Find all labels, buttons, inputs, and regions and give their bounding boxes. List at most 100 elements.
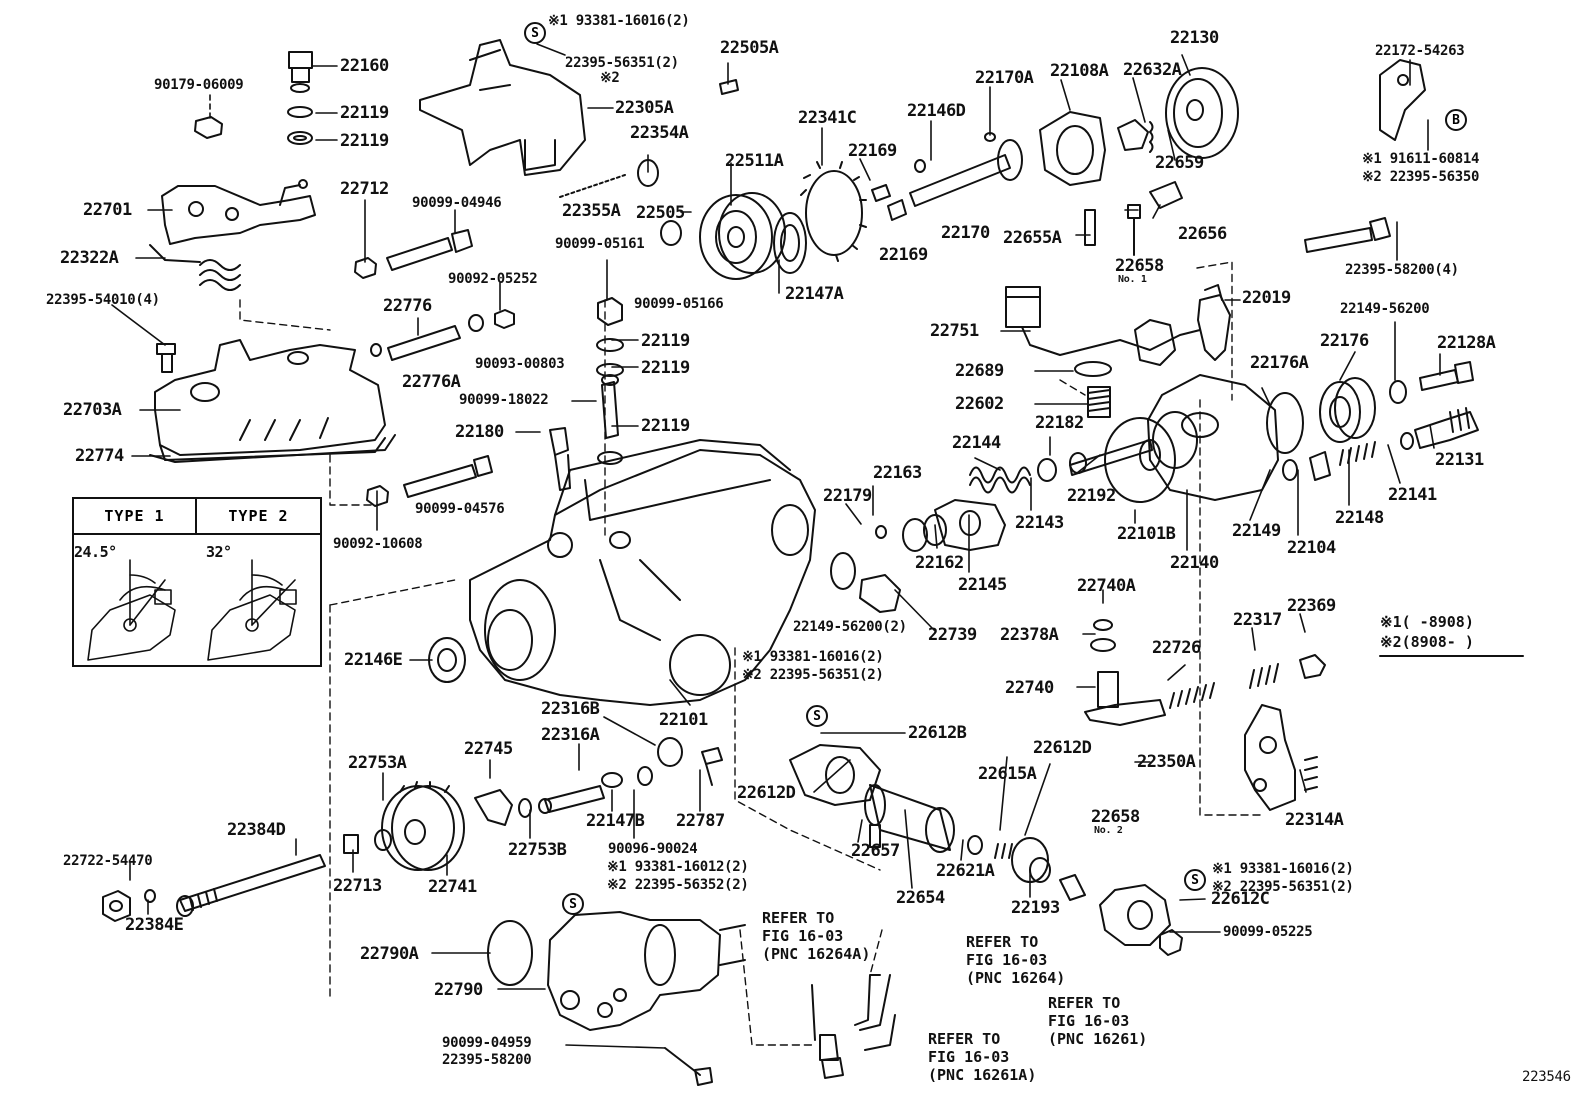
label-22119-e: 22119: [641, 416, 690, 436]
label-22131: 22131: [1435, 450, 1484, 470]
refer-16261-line2: FIG 16-03: [1048, 1012, 1130, 1030]
refer-16261A-line2: FIG 16-03: [928, 1048, 1010, 1066]
type2-header: TYPE 2: [197, 499, 320, 535]
label-22147B: 22147B: [586, 811, 645, 831]
label-22505: 22505: [636, 203, 685, 223]
label-22144: 22144: [952, 433, 1001, 453]
label-22163: 22163: [873, 463, 922, 483]
label-22689: 22689: [955, 361, 1004, 381]
label-22655A: 22655A: [1003, 228, 1062, 248]
label-91611-60814: ※1 91611-60814: [1362, 151, 1480, 167]
label-22776A: 22776A: [402, 372, 461, 392]
label-22170: 22170: [941, 223, 990, 243]
part-washer-22621A: [967, 835, 983, 855]
part-shaft-22170: [909, 132, 1023, 207]
label-22101B: 22101B: [1117, 524, 1176, 544]
label-22395-58200-4: 22395-58200(4): [1345, 262, 1459, 278]
label-22378A: 22378A: [1000, 625, 1059, 645]
part-hose-16264A: [811, 984, 839, 1061]
part-clip-90096: [637, 766, 653, 786]
refer-16264A-line2: FIG 16-03: [762, 927, 844, 945]
part-washer-22740A: [1090, 619, 1116, 652]
label-22149-56200: 22149-56200: [1340, 301, 1430, 317]
part-washer-22143: [1037, 458, 1057, 482]
label-22130: 22130: [1170, 28, 1219, 48]
part-washer-22147B: [601, 772, 623, 788]
label-22787: 22787: [676, 811, 725, 831]
label-22790A: 22790A: [360, 944, 419, 964]
label-22119-c: 22119: [641, 331, 690, 351]
label-22169-b: 22169: [879, 245, 928, 265]
refer-16261-line3: (PNC 16261): [1048, 1030, 1148, 1048]
label-22395-56351-mid: ※2 22395-56351(2): [742, 667, 884, 683]
part-vane-22745: [474, 789, 513, 826]
label-22722-54470: 22722-54470: [63, 853, 153, 869]
legend-line-1: ※1( -8908): [1380, 613, 1474, 631]
label-22395-56350: ※2 22395-56350: [1362, 169, 1480, 185]
type1-header: TYPE 1: [74, 499, 197, 535]
label-22322A: 22322A: [60, 248, 119, 268]
label-22176A: 22176A: [1250, 353, 1309, 373]
label-90096-90024: 90096-90024: [608, 841, 698, 857]
part-oring-22612D: [1011, 837, 1049, 883]
part-governor-cover-22703A: [154, 339, 386, 461]
part-oring-22689: [1074, 361, 1112, 377]
label-22659: 22659: [1155, 153, 1204, 173]
label-22355A: 22355A: [562, 201, 621, 221]
label-22612B: 22612B: [908, 723, 967, 743]
label-90099-18022: 90099-18022: [459, 392, 549, 408]
label-22148: 22148: [1335, 508, 1384, 528]
label-22774: 22774: [75, 446, 124, 466]
type2-angle: 32°: [206, 543, 232, 561]
label-22384E: 22384E: [125, 915, 184, 935]
part-gear-22741: [381, 781, 465, 871]
part-shaft-22384D: [176, 854, 326, 917]
part-head-22140: [1147, 374, 1279, 501]
part-housing-22612C: [1099, 884, 1183, 956]
label-22317: 22317: [1233, 610, 1282, 630]
part-washer-22163: [902, 518, 928, 552]
label-22354A: 22354A: [630, 123, 689, 143]
type1-sketch: [87, 559, 176, 661]
label-22104: 22104: [1287, 538, 1336, 558]
type2-sketch: [207, 559, 297, 661]
label-90092-05252: 90092-05252: [448, 271, 538, 287]
label-22632A: 22632A: [1123, 60, 1182, 80]
part-seal-22146E: [428, 637, 466, 683]
label-90099-05225: 90099-05225: [1223, 924, 1313, 940]
refer-16264-line3: (PNC 16264): [966, 969, 1066, 987]
label-22369: 22369: [1287, 596, 1336, 616]
part-washer-22384E: [144, 889, 156, 903]
part-clip-16261A: [821, 1057, 844, 1079]
part-bolt-90099-04946: [386, 229, 473, 271]
symbol-s-bottom: S: [562, 893, 584, 915]
part-pulley-22505: [660, 192, 786, 280]
part-spring-22726: [1169, 682, 1215, 709]
label-22101: 22101: [659, 710, 708, 730]
part-valve-22104: [1309, 451, 1331, 481]
symbol-b: B: [1445, 109, 1467, 131]
label-22612D-b: 22612D: [1033, 738, 1092, 758]
label-22176: 22176: [1320, 331, 1369, 351]
label-22147A: 22147A: [785, 284, 844, 304]
part-lever-22350A: [1244, 704, 1296, 811]
label-22776: 22776: [383, 296, 432, 316]
part-servo-22790: [547, 911, 746, 1031]
part-solenoid-22751: [1005, 286, 1201, 366]
part-gasket-22774: [149, 434, 396, 463]
label-22395-56351-bot: ※2 22395-56351(2): [1212, 879, 1354, 895]
part-weight-22632A: [1117, 119, 1154, 153]
label-22182: 22182: [1035, 413, 1084, 433]
part-nut-90179: [194, 116, 223, 139]
part-nut-22722: [102, 890, 131, 922]
part-bolt-22787: [701, 747, 723, 786]
label-22119-d: 22119: [641, 358, 690, 378]
label-93381-16016-top: ※1 93381-16016(2): [548, 13, 690, 29]
label-22172-54263: 22172-54263: [1375, 43, 1465, 59]
label-22119-a: 22119: [340, 103, 389, 123]
refer-16264-line1: REFER TO: [966, 933, 1039, 951]
label-90099-04946: 90099-04946: [412, 195, 502, 211]
label-90179-06009: 90179-06009: [154, 77, 244, 93]
